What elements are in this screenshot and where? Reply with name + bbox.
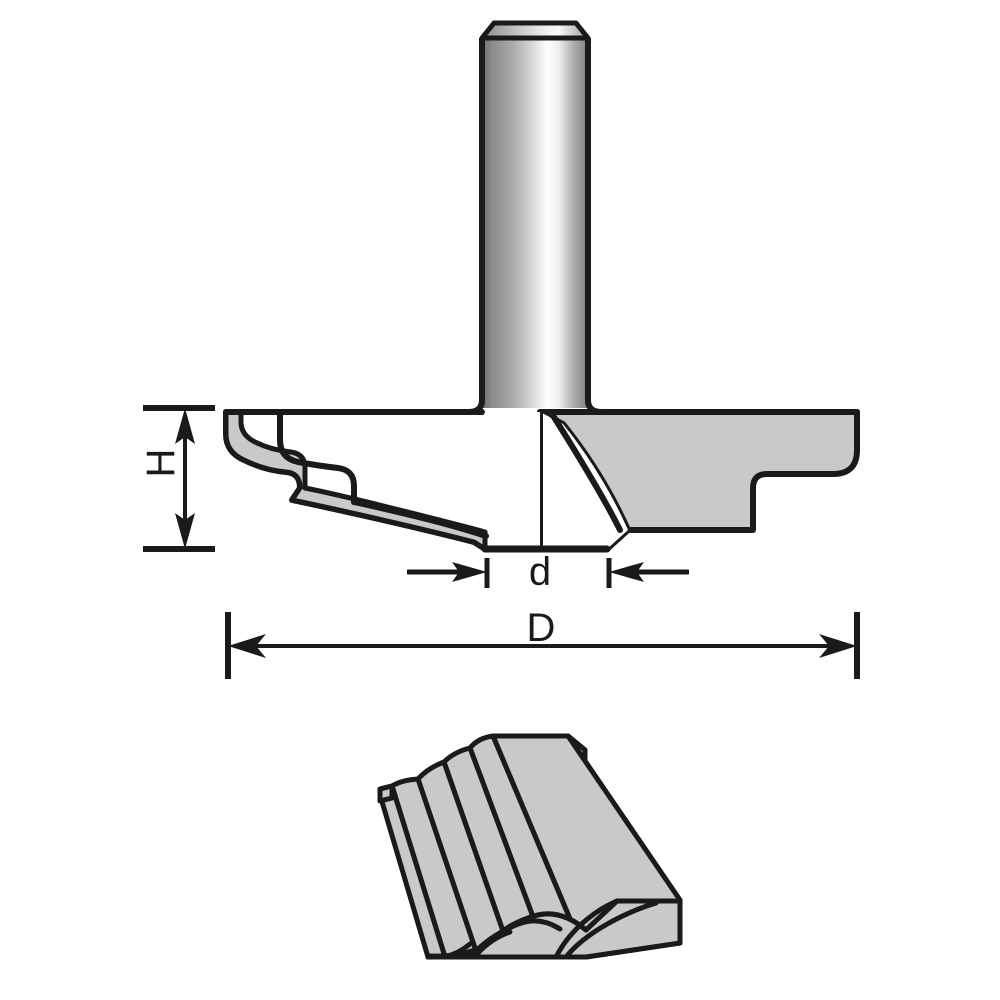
dimension-d xyxy=(407,558,689,588)
dimension-D xyxy=(225,612,860,679)
d-arrow-left xyxy=(452,562,487,582)
dimension-label-small-diameter: d xyxy=(528,550,552,594)
shank-top-chamfer xyxy=(479,20,591,41)
D-arrow-right xyxy=(819,634,857,658)
shank-body xyxy=(482,38,588,408)
cutter-head xyxy=(223,409,860,553)
H-arrow-up xyxy=(175,408,195,444)
dimension-label-height: H xyxy=(139,448,183,478)
cutting-edge-band xyxy=(223,409,488,552)
flute-inner-line xyxy=(549,411,623,533)
wood-sample xyxy=(377,733,683,960)
cutter-left-core xyxy=(226,412,540,549)
wood-contour-1 xyxy=(553,898,620,960)
cutter-inner-profile-upper xyxy=(277,409,357,505)
H-arrow-down xyxy=(175,513,195,549)
D-arrow-left xyxy=(228,634,266,658)
dimension-label-large-diameter: D xyxy=(526,606,556,650)
shank xyxy=(467,20,603,415)
d-arrow-right xyxy=(609,562,644,582)
cutting-flute-face xyxy=(540,412,628,549)
wood-contour-2 xyxy=(563,900,659,960)
wood-left-edge-cap xyxy=(377,783,395,804)
cutter-inner-profile-lower xyxy=(351,499,489,539)
dimension-H xyxy=(143,405,215,552)
